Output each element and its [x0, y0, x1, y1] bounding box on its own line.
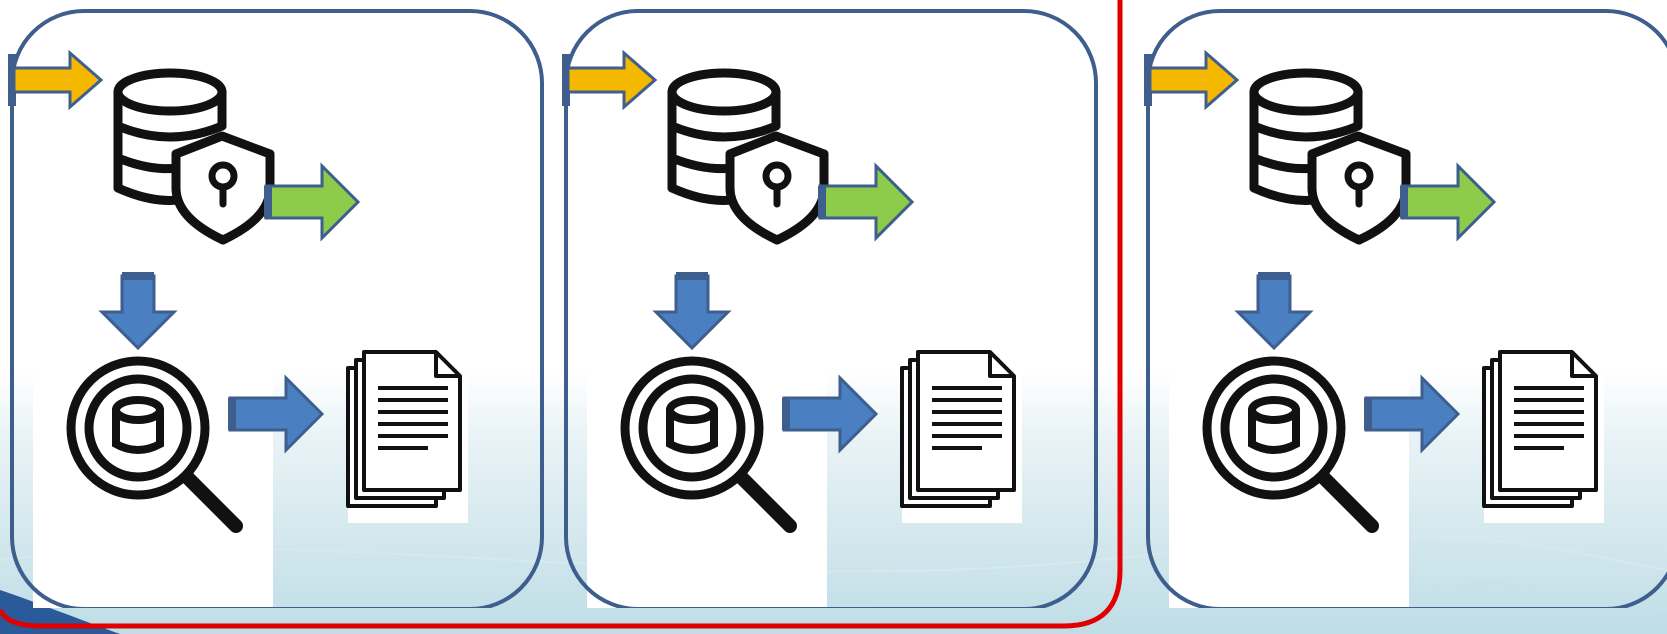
input-arrow — [1144, 49, 1240, 111]
output-arrow — [1400, 162, 1497, 242]
database-search-icon — [1202, 356, 1379, 533]
output-arrow — [264, 162, 361, 242]
documents-icon — [900, 350, 1016, 508]
query-arrow — [98, 272, 178, 351]
result-arrow — [1364, 374, 1461, 454]
documents-icon — [1482, 350, 1598, 508]
documents-icon — [346, 350, 462, 508]
encrypted-database-icon — [113, 68, 275, 245]
input-arrow — [8, 49, 104, 111]
encrypted-database-icon — [1249, 68, 1411, 245]
query-arrow — [1234, 272, 1314, 351]
output-arrow — [818, 162, 915, 242]
input-arrow — [562, 49, 658, 111]
process-panel-3 — [1144, 8, 1667, 608]
panel-border — [1146, 9, 1667, 608]
process-panel-2 — [562, 8, 1102, 608]
query-arrow — [652, 272, 732, 351]
process-panel-1 — [8, 8, 548, 608]
encrypted-database-icon — [667, 68, 829, 245]
